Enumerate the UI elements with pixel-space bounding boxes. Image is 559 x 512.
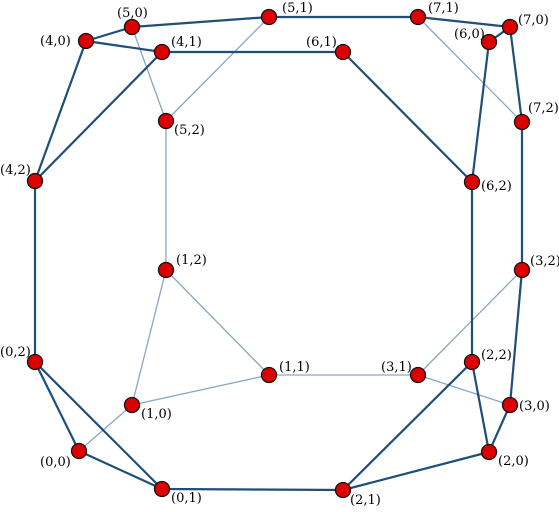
edge-2-1-to-2-0 <box>341 450 491 492</box>
node-7-2 <box>513 113 531 131</box>
node-label-6-0: (6,0) <box>454 27 485 42</box>
node-5-2 <box>157 112 175 130</box>
node-label-0-0: (0,0) <box>40 455 71 470</box>
node-label-6-2: (6,2) <box>481 179 512 194</box>
node-label-5-0: (5,0) <box>117 6 148 21</box>
edge-5-1-to-5-0 <box>130 15 271 29</box>
node-7-0 <box>501 18 519 36</box>
node-2-2 <box>463 353 481 371</box>
node-label-2-0: (2,0) <box>498 454 529 469</box>
node-4-1 <box>153 43 171 61</box>
edge-0-2-to-0-0 <box>33 360 81 453</box>
node-6-1 <box>334 43 352 61</box>
node-4-2 <box>26 172 44 190</box>
node-6-0 <box>480 33 498 51</box>
node-0-0 <box>70 442 88 460</box>
edge-4-1-to-4-2 <box>33 50 164 183</box>
node-4-0 <box>77 32 95 50</box>
node-label-1-1: (1,1) <box>279 360 310 375</box>
edge-1-0-to-1-2 <box>131 269 167 406</box>
node-label-5-2: (5,2) <box>174 123 205 138</box>
node-1-2 <box>157 261 175 279</box>
node-label-7-2: (7,2) <box>528 101 559 116</box>
edge-6-2-to-6-1 <box>341 50 474 184</box>
edge-0-1-to-2-1 <box>160 487 345 492</box>
node-label-6-1: (6,1) <box>306 35 337 50</box>
edge-3-0-to-3-2 <box>508 268 524 407</box>
edge-1-0-to-1-1 <box>131 374 270 406</box>
edge-6-2-to-6-0 <box>470 40 491 184</box>
node-label-0-1: (0,1) <box>171 491 202 506</box>
node-2-1 <box>334 481 352 499</box>
edge-2-2-to-2-0 <box>470 360 491 454</box>
node-label-7-0: (7,0) <box>518 13 549 28</box>
node-3-1 <box>409 366 427 384</box>
node-label-0-2: (0,2) <box>0 345 31 360</box>
node-1-0 <box>123 396 141 414</box>
edge-3-1-to-3-2 <box>417 269 523 376</box>
node-5-1 <box>260 8 278 26</box>
node-label-4-0: (4,0) <box>40 34 71 49</box>
node-6-2 <box>463 173 481 191</box>
edge-4-0-to-4-2 <box>33 39 88 183</box>
edge-5-2-to-5-1 <box>165 16 270 122</box>
node-label-2-1: (2,1) <box>350 493 381 508</box>
edge-5-2-to-5-0 <box>131 26 167 122</box>
node-7-1 <box>409 8 427 26</box>
edge-0-0-to-1-0 <box>78 404 133 452</box>
edge-2-0-to-3-0 <box>487 403 512 454</box>
node-label-3-2: (3,2) <box>530 254 559 269</box>
edge-0-2-to-0-1 <box>33 360 164 491</box>
node-3-2 <box>513 261 531 279</box>
node-label-1-2: (1,2) <box>176 253 207 268</box>
node-3-0 <box>501 396 519 414</box>
node-label-3-0: (3,0) <box>519 399 550 414</box>
node-label-5-1: (5,1) <box>282 1 313 16</box>
node-1-1 <box>260 366 278 384</box>
node-2-0 <box>480 443 498 461</box>
edge-7-2-to-7-0 <box>508 25 524 124</box>
node-label-3-1: (3,1) <box>381 360 412 375</box>
node-label-4-2: (4,2) <box>0 163 31 178</box>
node-0-1 <box>153 480 171 498</box>
edge-3-1-to-3-0 <box>417 374 511 406</box>
edge-7-0-to-7-1 <box>416 15 512 29</box>
edge-0-0-to-0-1 <box>77 449 164 491</box>
node-label-7-1: (7,1) <box>428 1 459 16</box>
node-label-1-0: (1,0) <box>141 407 172 422</box>
edge-1-2-to-1-1 <box>165 269 270 376</box>
node-5-0 <box>123 18 141 36</box>
edge-2-1-to-2-2 <box>341 360 474 492</box>
node-label-2-2: (2,2) <box>481 348 512 363</box>
edge-7-1-to-7-2 <box>417 16 523 123</box>
node-0-2 <box>26 353 44 371</box>
node-label-4-1: (4,1) <box>171 35 202 50</box>
edges-layer <box>33 15 524 492</box>
nodes-layer <box>26 8 531 499</box>
edge-4-1-to-4-0 <box>84 39 164 54</box>
